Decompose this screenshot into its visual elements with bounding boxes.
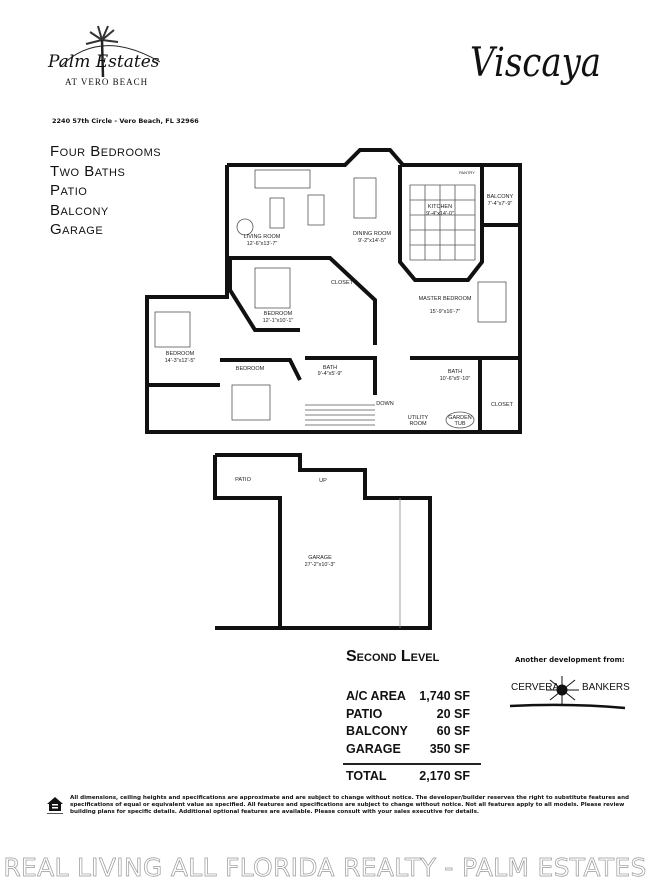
room-label: MASTER BEDROOM <box>419 296 472 302</box>
palm-tree-icon <box>59 25 161 78</box>
model-name: Viscaya <box>470 40 602 86</box>
room-label: CLOSET <box>331 280 354 286</box>
room-label: KITCHEN <box>428 204 452 210</box>
fixtures <box>154 169 507 429</box>
developer-name-right: BANKERS <box>582 682 630 693</box>
address: 2240 57th Circle - Vero Beach, FL 32966 <box>52 117 199 125</box>
room-label: LIVING ROOM <box>244 234 281 240</box>
brand-subtitle: AT VERO BEACH <box>65 77 149 87</box>
room-size: 9'-2"x14'-5" <box>358 238 386 244</box>
disclaimer: All dimensions, ceiling heights and spec… <box>70 795 630 815</box>
room-size: 12'-1"x10'-1" <box>263 318 294 324</box>
garage-walls <box>213 453 432 630</box>
room-label: CLOSET <box>491 402 514 408</box>
room-size: 27'-2"x10'-3" <box>305 562 336 568</box>
room-label: DINING ROOM <box>353 231 391 237</box>
room-label: TUB <box>455 421 466 427</box>
room-label: BEDROOM <box>236 366 265 372</box>
room-label: PATIO <box>235 477 251 483</box>
room-label: UTILITY <box>408 415 429 421</box>
divider <box>343 763 481 765</box>
developer-intro: Another development from: <box>515 656 625 664</box>
stairs-up-label: UP <box>319 478 327 484</box>
room-label: ROOM <box>409 421 427 427</box>
stairs-down-label: DOWN <box>376 401 393 407</box>
room-size: 10'-6"x5'-10" <box>440 376 471 382</box>
room-label: BATH <box>448 369 462 375</box>
cervera-bankers-logo-icon <box>509 676 626 710</box>
room-size: 7'-4"x7'-9" <box>488 201 513 207</box>
feature-item: Balcony <box>50 201 109 219</box>
feature-item: Two Baths <box>50 162 126 180</box>
room-label: BEDROOM <box>264 311 293 317</box>
footer-watermark: REAL LIVING ALL FLORIDA REALTY - PALM ES… <box>3 853 647 883</box>
level-title: Second Level <box>346 648 440 665</box>
room-size: 9'-4"x5'-9" <box>318 371 343 377</box>
walls <box>145 148 522 434</box>
room-label: BATH <box>323 365 337 371</box>
room-label: GARDEN <box>448 415 472 421</box>
feature-item: Patio <box>50 182 88 199</box>
room-size: 12'-6"x13'-7" <box>247 241 278 247</box>
equal-housing-icon <box>47 797 63 814</box>
features-list: Four Bedrooms Two Baths Patio Balcony Ga… <box>50 142 161 240</box>
room-size: 14'-3"x12'-5" <box>165 358 196 364</box>
brand-name: Palm Estates <box>48 52 160 72</box>
developer-name-left: CERVERA <box>511 682 560 693</box>
room-label: PANTRY <box>459 170 475 175</box>
feature-item: Garage <box>50 221 104 238</box>
room-label: GARAGE <box>308 555 332 561</box>
feature-item: Four Bedrooms <box>50 143 162 160</box>
room-size: 9'-4"x14'-0" <box>426 211 454 217</box>
room-label: BALCONY <box>487 194 514 200</box>
room-label: BEDROOM <box>166 351 195 357</box>
room-size: 15'-9"x16'-7" <box>430 309 461 315</box>
